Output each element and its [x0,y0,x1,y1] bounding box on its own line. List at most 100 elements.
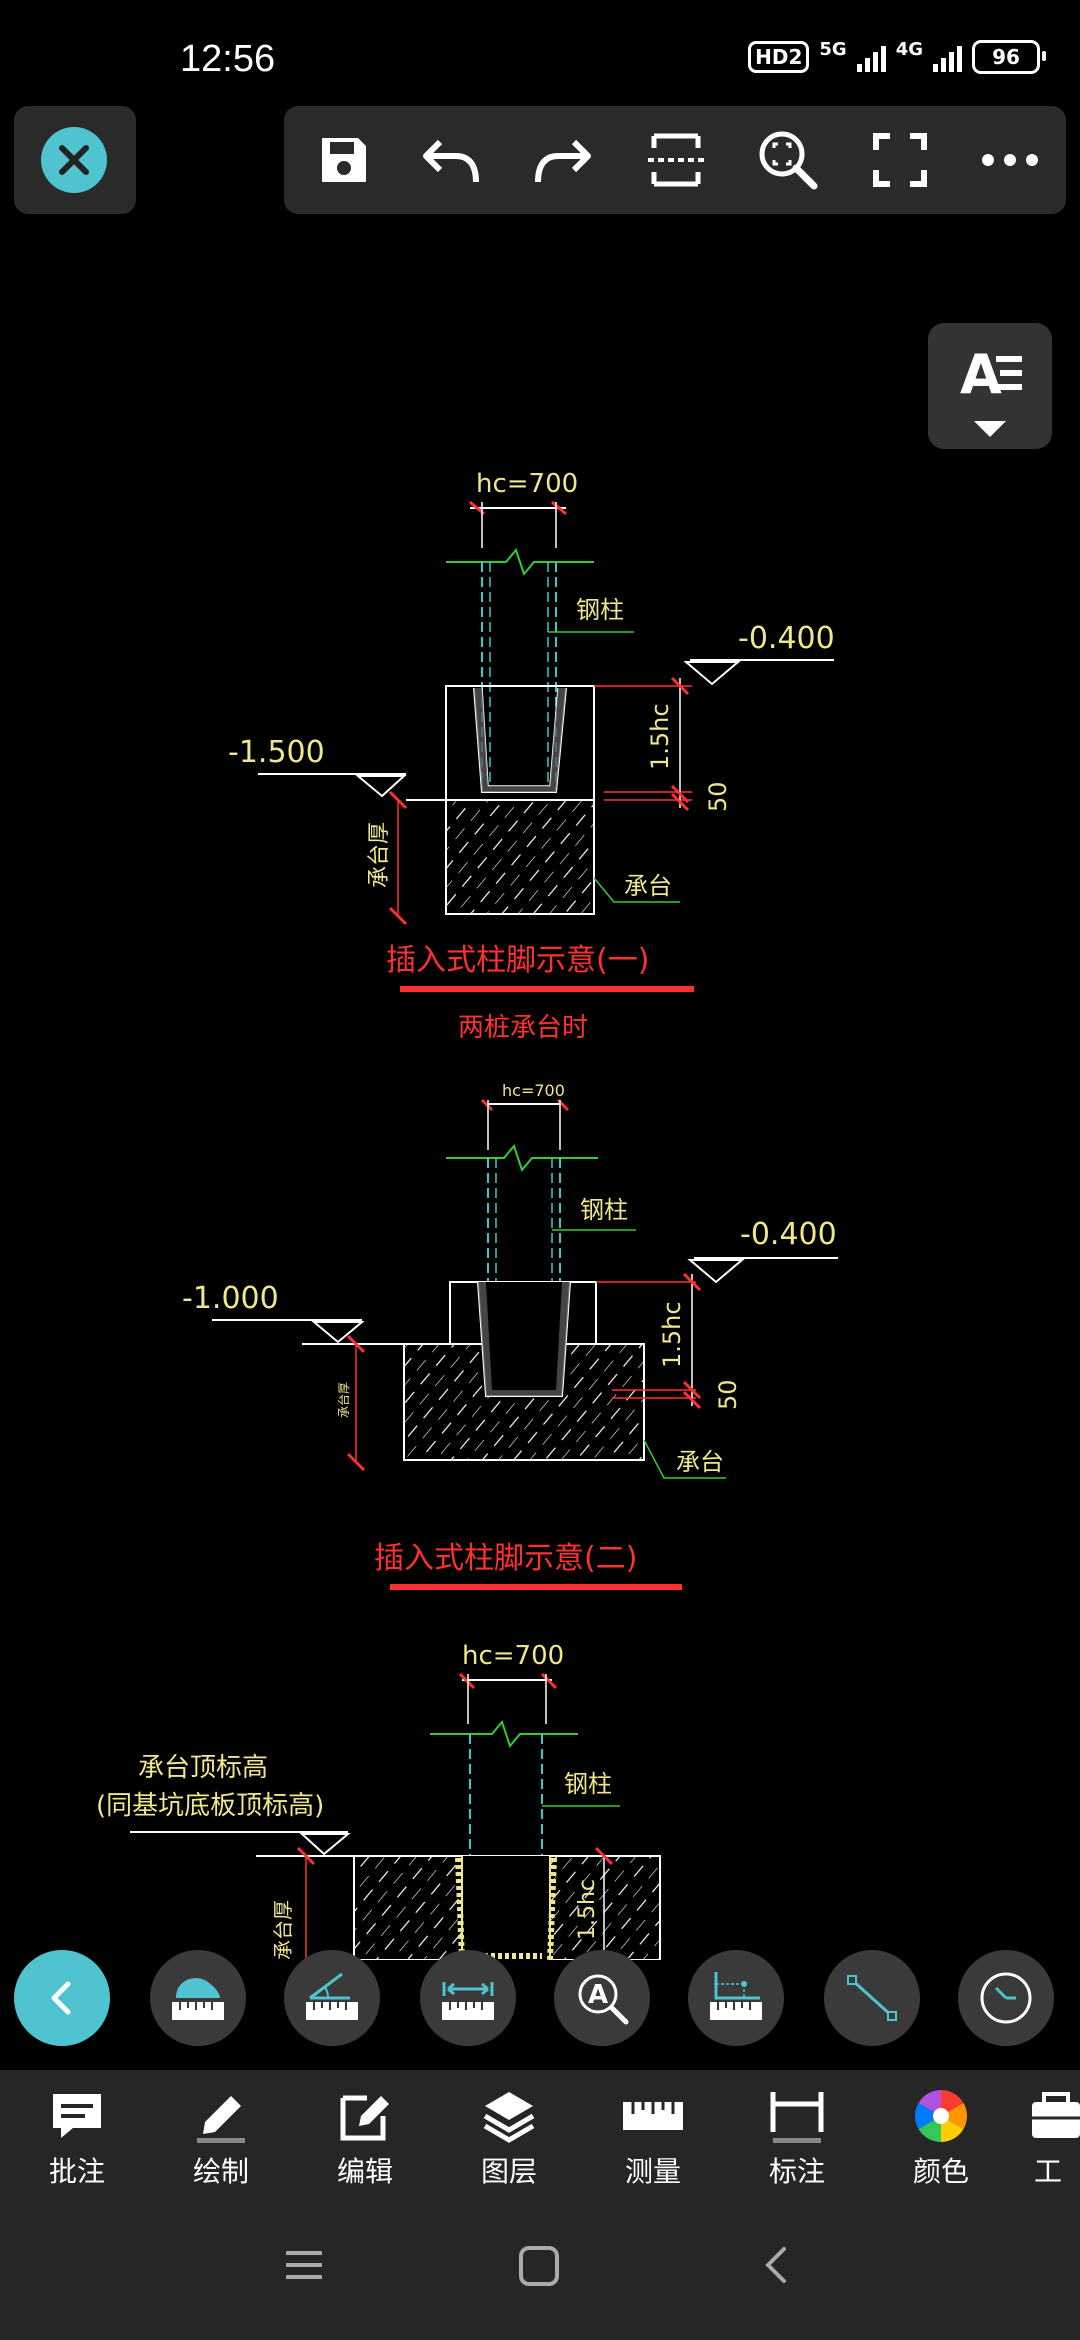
d3-dim-15hc: 1.5hc [575,1879,600,1940]
signal-icon [856,42,886,72]
redo-button[interactable] [522,106,602,214]
d3-top-label-1: 承台顶标高 [138,1753,268,1783]
coordinate-icon [710,1972,762,2020]
d2-dim-50: 50 [714,1379,742,1410]
tab-label: 绘制 [192,2155,249,2188]
line-tool-button[interactable] [824,1950,920,2046]
d1-elev-left: -1.500 [228,735,325,770]
d2-elev-right: -0.400 [740,1217,837,1252]
tools-back-button[interactable] [14,1950,110,2046]
annotate-icon [53,2094,101,2138]
d1-subtitle: 两桩承台时 [458,1013,588,1043]
hd-badge: HD2 [748,41,810,73]
drawing-3: hc=700 钢柱 承台顶标高 (同基坑底板顶标高) 1.5hc 承台厚 [96,1641,661,1960]
text-search-button[interactable]: A [554,1950,650,2046]
drawing-1: hc=700 钢柱 1.5hc 50 -0.400 -1.500 承台厚 承台 … [228,469,835,1043]
d2-elev-left: -1.000 [182,1281,279,1316]
close-button[interactable] [41,127,107,193]
d1-steel-label: 钢柱 [576,596,624,624]
zoom-button[interactable] [748,106,828,214]
d1-title: 插入式柱脚示意(一) [386,943,649,978]
d1-elev-right: -0.400 [738,621,835,656]
d3-cap-thick: 承台厚 [271,1900,295,1960]
coordinate-button[interactable] [688,1950,784,2046]
tab-label: 工 [1034,2155,1063,2188]
fullscreen-icon [873,133,927,187]
d2-cap-label: 承台 [676,1448,724,1476]
cad-canvas[interactable]: hc=700 钢柱 1.5hc 50 -0.400 -1.500 承台厚 承台 … [0,440,1080,1960]
d1-hc-label: hc=700 [476,469,578,499]
back-nav-icon [765,2247,786,2283]
d1-dim-15hc: 1.5hc [646,703,674,770]
save-icon [322,138,366,182]
draw-icon [197,2096,245,2143]
tab-label: 测量 [624,2155,681,2188]
tab-label: 颜色 [912,2155,969,2188]
fit-screen-icon [648,133,704,187]
save-button[interactable] [304,106,384,214]
text-search-icon: A [578,1974,629,2025]
nav-menu-button[interactable] [284,2245,324,2289]
bottom-tab-bar [0,2070,1080,2340]
line-icon [847,1975,897,2021]
distance-measure-icon [442,1982,494,2020]
zoom-icon [759,131,818,190]
back-icon [51,1981,71,2015]
ruler-icon [623,2102,683,2130]
close-icon [59,145,89,175]
tab-draw[interactable]: 绘制 [166,2088,276,2190]
dimension-icon [770,2092,824,2143]
signal-icon [933,42,962,72]
drawing-2: hc=700 钢柱 1.5hc 50 -0.400 -1.000 承台厚 承台 … [182,1081,838,1590]
text-style-letter: A [960,343,1002,406]
menu-icon [286,2251,322,2279]
top-toolbar [284,106,1066,214]
angle-measure-button[interactable] [284,1950,380,2046]
tab-dimension[interactable]: 标注 [742,2088,852,2190]
tab-toolbox[interactable]: 工 [1030,2088,1080,2190]
undo-button[interactable] [412,106,492,214]
d1-cap-thick: 承台厚 [367,822,392,888]
status-indicators: HD2 5G 4G 96 [748,38,1046,74]
tab-edit[interactable]: 编辑 [310,2088,420,2190]
tab-layers[interactable]: 图层 [454,2088,564,2190]
layers-icon [483,2092,535,2143]
area-measure-icon [172,1978,224,2020]
d2-hc-label: hc=700 [502,1081,565,1100]
text-style-button[interactable]: A [928,323,1052,449]
status-time: 12:56 [180,38,276,80]
more-button[interactable] [970,106,1050,214]
tab-label: 标注 [768,2155,825,2188]
redo-icon [535,139,591,183]
time-tool-button[interactable] [958,1950,1054,2046]
home-icon [519,2246,559,2286]
tab-label: 图层 [480,2155,537,2188]
d1-dim-50: 50 [704,781,732,812]
time-icon [980,1972,1032,2024]
area-measure-button[interactable] [150,1950,246,2046]
text-style-icon: A [960,343,1022,437]
color-icon [915,2090,967,2142]
d2-cap-thick: 承台厚 [336,1382,351,1418]
network-5g-label: 5G [819,38,847,60]
more-icon [982,154,1038,166]
edit-icon [340,2095,389,2141]
svg-text:A: A [588,1980,608,2010]
tab-measure[interactable]: 测量 [598,2088,708,2190]
battery-level: 96 [992,45,1020,69]
distance-measure-button[interactable] [420,1950,516,2046]
angle-measure-icon [306,1972,358,2020]
nav-back-button[interactable] [760,2245,790,2289]
d2-title: 插入式柱脚示意(二) [374,1541,637,1576]
d3-hc-label: hc=700 [462,1641,564,1671]
tab-label: 批注 [48,2155,105,2188]
tab-annotate[interactable]: 批注 [22,2088,132,2190]
tab-color[interactable]: 颜色 [886,2088,996,2190]
d1-cap-label: 承台 [624,872,672,900]
undo-icon [423,139,479,183]
fit-screen-button[interactable] [636,106,716,214]
nav-home-button[interactable] [518,2245,560,2291]
fullscreen-button[interactable] [860,106,940,214]
network-4g-label: 4G [895,38,923,60]
d3-top-label-2: (同基坑底板顶标高) [96,1791,324,1821]
